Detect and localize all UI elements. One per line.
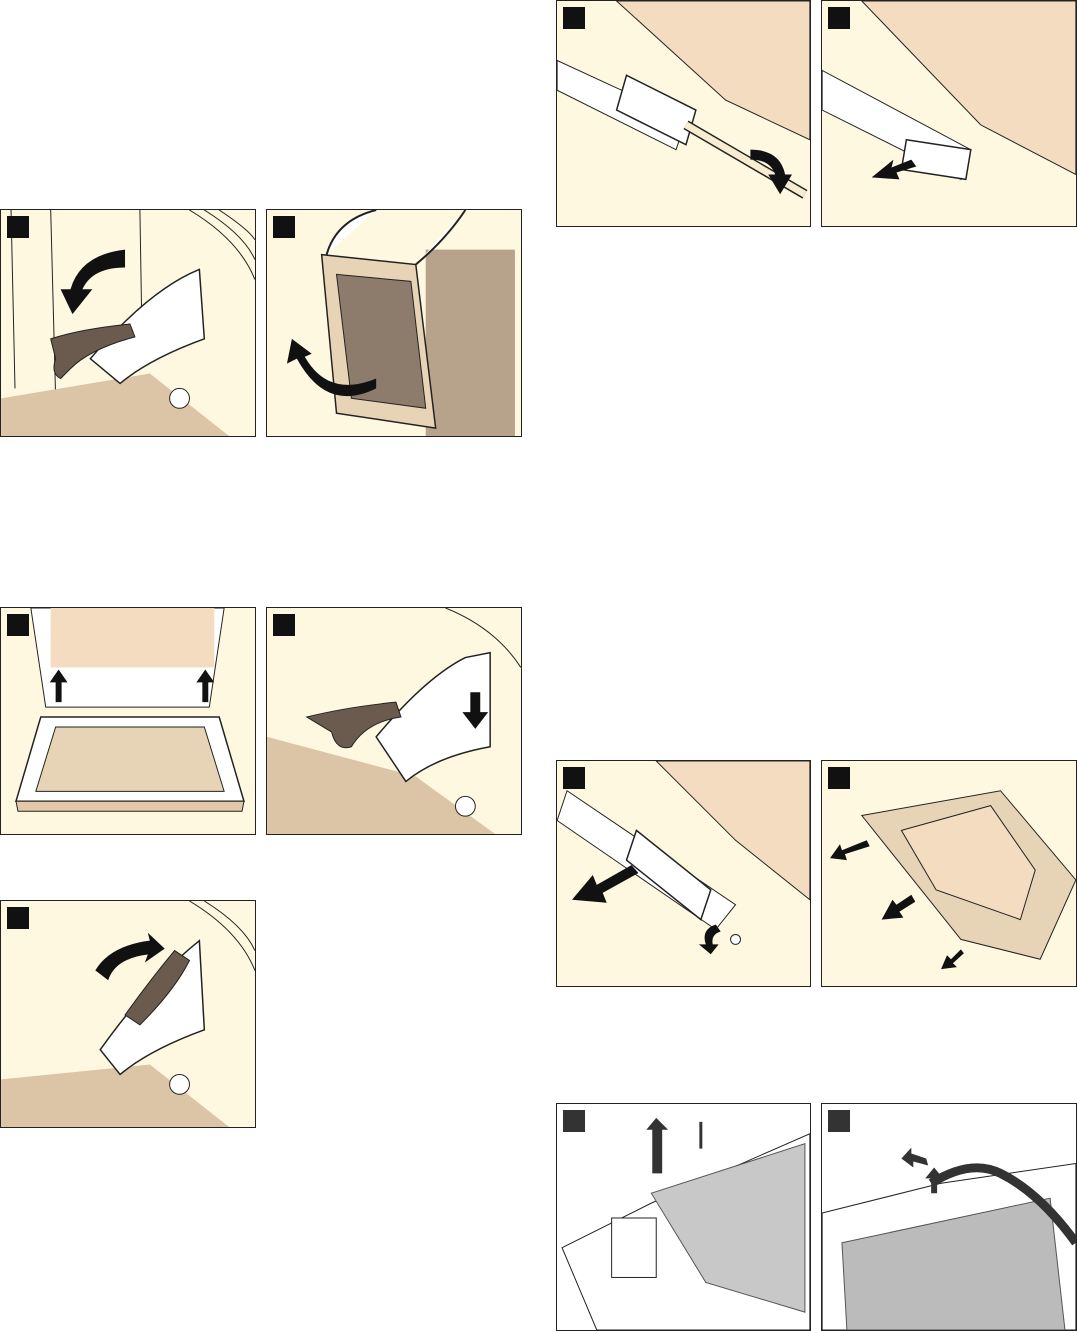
- step-marker: [563, 1110, 585, 1132]
- hinge-lever-up-icon: [1, 901, 255, 1127]
- door-refit-hinges-icon: [14, 608, 245, 812]
- figure-hinge-lever-down: [0, 209, 256, 437]
- door-lift-off-icon: [286, 210, 515, 436]
- step-marker: [563, 7, 585, 29]
- remove-side-trim-icon: [557, 761, 810, 955]
- figure-hinge-lever-insert: [266, 607, 522, 835]
- step-marker: [828, 1110, 850, 1132]
- figure-door-lift-off: [266, 209, 522, 437]
- step-marker: [273, 216, 295, 238]
- hinge-lever-insert-icon: [267, 608, 521, 834]
- step-marker: [7, 907, 29, 929]
- remove-seal-icon: [822, 1147, 1076, 1330]
- figure-remove-hinge-clip: [556, 1103, 811, 1331]
- figure-remove-seal: [821, 1103, 1077, 1331]
- step-marker: [828, 767, 850, 789]
- figure-unscrew-trim: [556, 0, 811, 227]
- step-marker: [828, 7, 850, 29]
- remove-trim-icon: [822, 1, 1076, 181]
- step-marker: [7, 614, 29, 636]
- step-marker: [273, 614, 295, 636]
- figure-hinge-lever-up: [0, 900, 256, 1128]
- figure-remove-trim: [821, 0, 1077, 227]
- figure-door-refit-hinges: [0, 607, 256, 835]
- step-marker: [563, 767, 585, 789]
- step-marker: [7, 216, 29, 238]
- hinge-lever-down-icon: [1, 210, 255, 436]
- remove-hinge-clip-icon: [561, 1117, 810, 1330]
- figure-remove-side-trim: [556, 760, 811, 987]
- unscrew-trim-icon: [557, 1, 810, 199]
- pull-out-glass-icon: [830, 790, 1076, 970]
- figure-pull-out-glass: [821, 760, 1077, 987]
